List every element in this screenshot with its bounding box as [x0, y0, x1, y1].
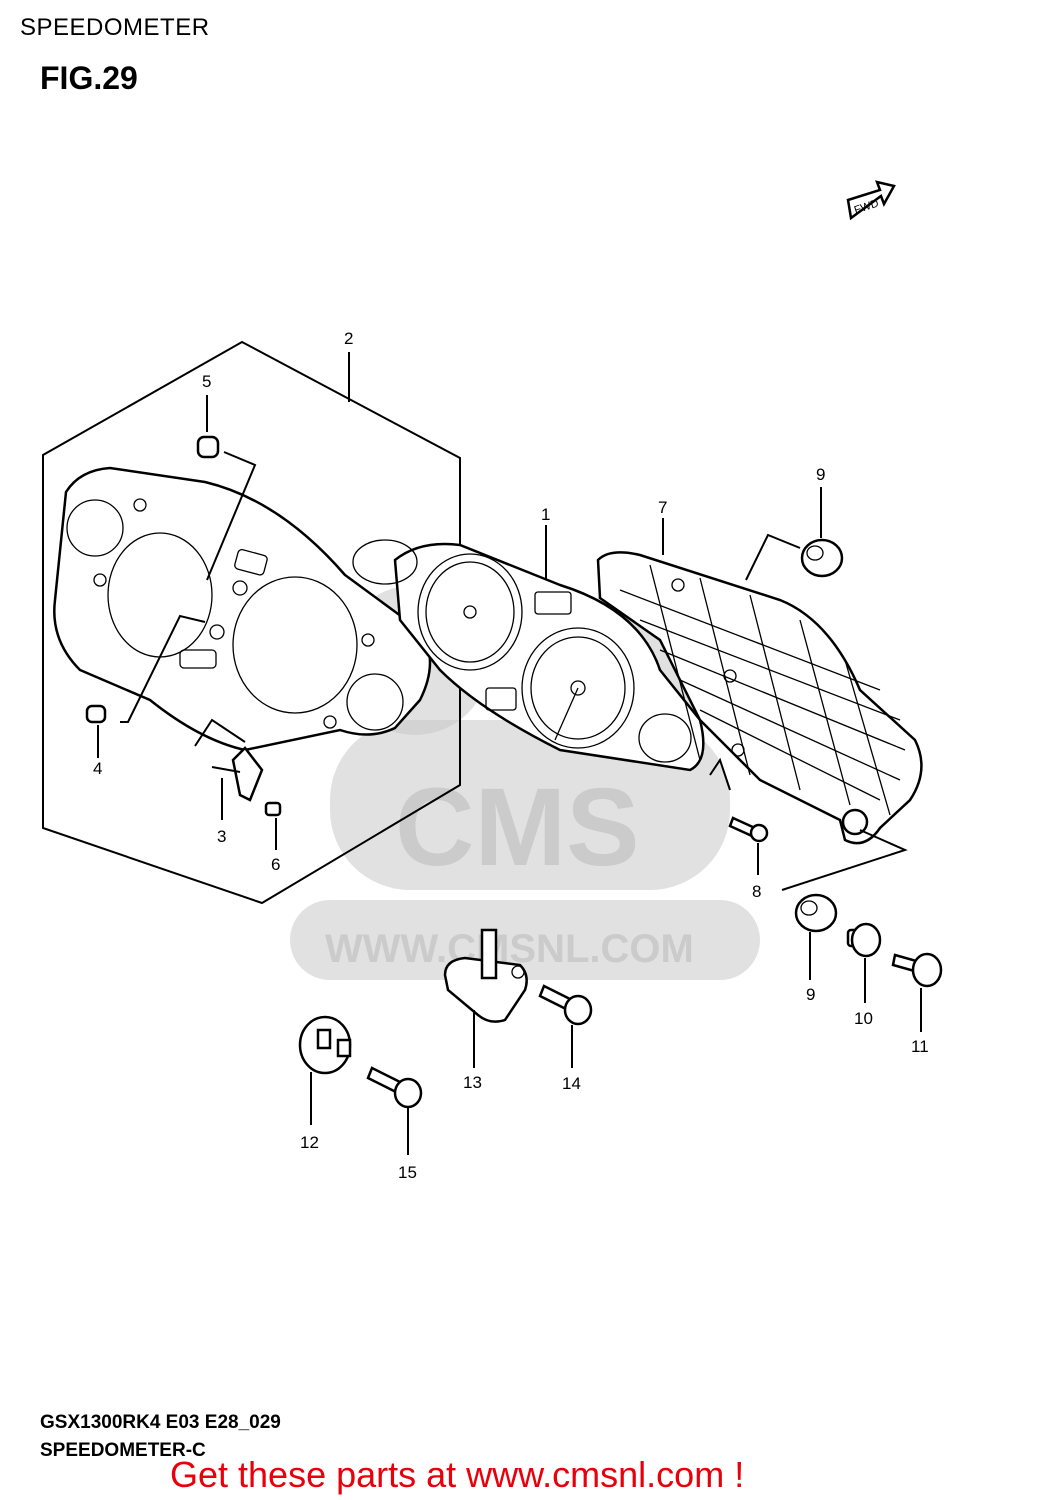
part-9-grommet-lower: [794, 893, 838, 933]
part-13-speed-sensor: [443, 928, 528, 1023]
part-2-meter-case: [53, 466, 432, 752]
part-12-bulb-socket: [298, 1015, 352, 1075]
figure-number: FIG.29: [40, 60, 138, 96]
part-9-grommet-upper: [800, 538, 844, 578]
callout-numbers: 1 2 3 4 5 6 7 8 9 9 10 11 12 13 14 15: [93, 329, 929, 1182]
section-title: SPEEDOMETER: [20, 14, 210, 41]
part-10-collar: [846, 922, 882, 958]
callout-12: 12: [300, 1133, 319, 1152]
model-code: GSX1300RK4 E03 E28_029: [40, 1412, 281, 1433]
callout-9-lower: 9: [806, 985, 815, 1004]
callout-6: 6: [271, 855, 280, 874]
callout-14: 14: [562, 1074, 581, 1093]
cta-link[interactable]: Get these parts at www.cmsnl.com !: [170, 1454, 745, 1495]
callout-11: 11: [911, 1037, 929, 1056]
assembly-outline: [42, 340, 461, 905]
fwd-arrow-icon: FWD: [846, 180, 896, 221]
part-15-bolt: [366, 1066, 423, 1109]
part-14-bolt: [538, 984, 593, 1026]
callout-9-upper: 9: [816, 465, 825, 484]
callout-7: 7: [658, 498, 667, 517]
callout-5: 5: [202, 372, 211, 391]
part-3-lamp-bracket: [211, 746, 264, 802]
callout-13: 13: [463, 1073, 482, 1092]
callout-4: 4: [93, 759, 102, 778]
callout-10: 10: [854, 1009, 873, 1028]
callout-3: 3: [217, 827, 226, 846]
leader-lines: [97, 352, 922, 1155]
callout-15: 15: [398, 1163, 417, 1182]
part-8-screw: [728, 816, 769, 843]
part-7-meter-housing: [596, 551, 923, 845]
part-4-grommet: [85, 704, 107, 724]
part-5-grommet: [196, 435, 220, 459]
callout-2: 2: [344, 329, 353, 348]
part-11-bolt: [891, 952, 943, 988]
callout-8: 8: [752, 882, 761, 901]
callout-1: 1: [541, 505, 550, 524]
diagram-code: SPEEDOMETER-C: [40, 1440, 206, 1461]
watermark-brand: CMS: [395, 766, 639, 889]
part-6-screw: [264, 801, 282, 817]
